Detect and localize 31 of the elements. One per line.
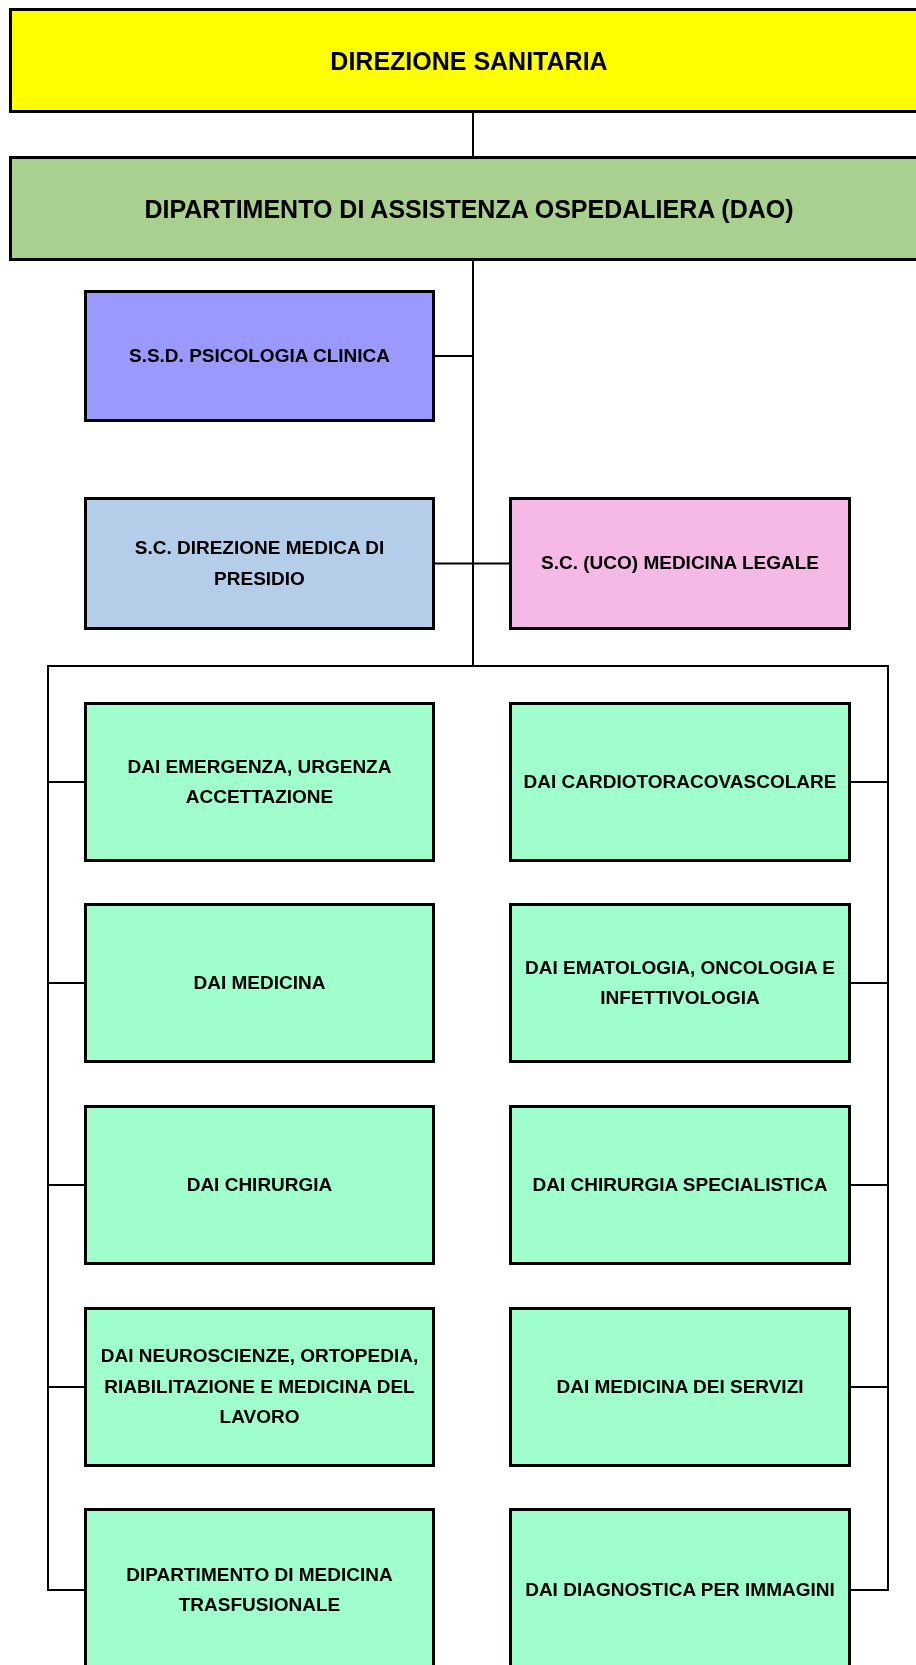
- org-unit-box: [84, 497, 435, 630]
- unit-name: DAI CARDIOTORACOVASCOLARE: [523, 769, 837, 794]
- org-unit-box: [84, 903, 435, 1063]
- org-unit-box: [509, 1105, 851, 1265]
- unit-name: DAI CHIRURGIA SPECIALISTICA: [532, 1172, 828, 1197]
- org-unit-box: [84, 702, 435, 862]
- unit-name: DAI MEDICINA DEI SERVIZI: [556, 1374, 804, 1399]
- unit-name: DIREZIONE SANITARIA: [330, 45, 608, 77]
- unit-name: DIPARTIMENTO DI MEDICINA TRASFUSIONALE: [125, 1562, 394, 1617]
- connector-line: [472, 112, 474, 157]
- org-unit-box: [9, 8, 916, 113]
- unit-name: DAI MEDICINA: [193, 970, 326, 995]
- org-unit-box: [84, 290, 435, 422]
- org-unit-box: [509, 702, 851, 862]
- unit-name: S.C. (UCO) MEDICINA LEGALE: [541, 551, 819, 576]
- unit-name: S.S.D. PSICOLOGIA CLINICA: [128, 343, 391, 368]
- unit-name: DIPARTIMENTO DI ASSISTENZA OSPEDALIERA (DAO): [144, 193, 794, 225]
- unit-name: S.C. DIREZIONE MEDICA DI PRESIDIO: [133, 536, 386, 591]
- org-unit-box: [509, 1508, 851, 1665]
- unit-name: DAI CHIRURGIA: [186, 1172, 333, 1197]
- org-unit-box: [9, 156, 916, 261]
- org-unit-box: [509, 1307, 851, 1467]
- org-unit-box: [84, 1307, 435, 1467]
- unit-name: DAI EMERGENZA, URGENZA ACCETTAZIONE: [126, 754, 393, 809]
- unit-name: DAI DIAGNOSTICA PER IMMAGINI: [525, 1577, 835, 1602]
- org-unit-box: [84, 1508, 435, 1665]
- unit-name: DAI NEUROSCIENZE, ORTOPEDIA, RIABILITAZIONE E MEDICINA DEL LAVORO: [99, 1344, 420, 1430]
- org-unit-box: [84, 1105, 435, 1265]
- org-unit-box: [509, 497, 851, 630]
- unit-name: DAI EMATOLOGIA, ONCOLOGIA E INFETTIVOLOGIA: [524, 955, 836, 1010]
- org-unit-box: [509, 903, 851, 1063]
